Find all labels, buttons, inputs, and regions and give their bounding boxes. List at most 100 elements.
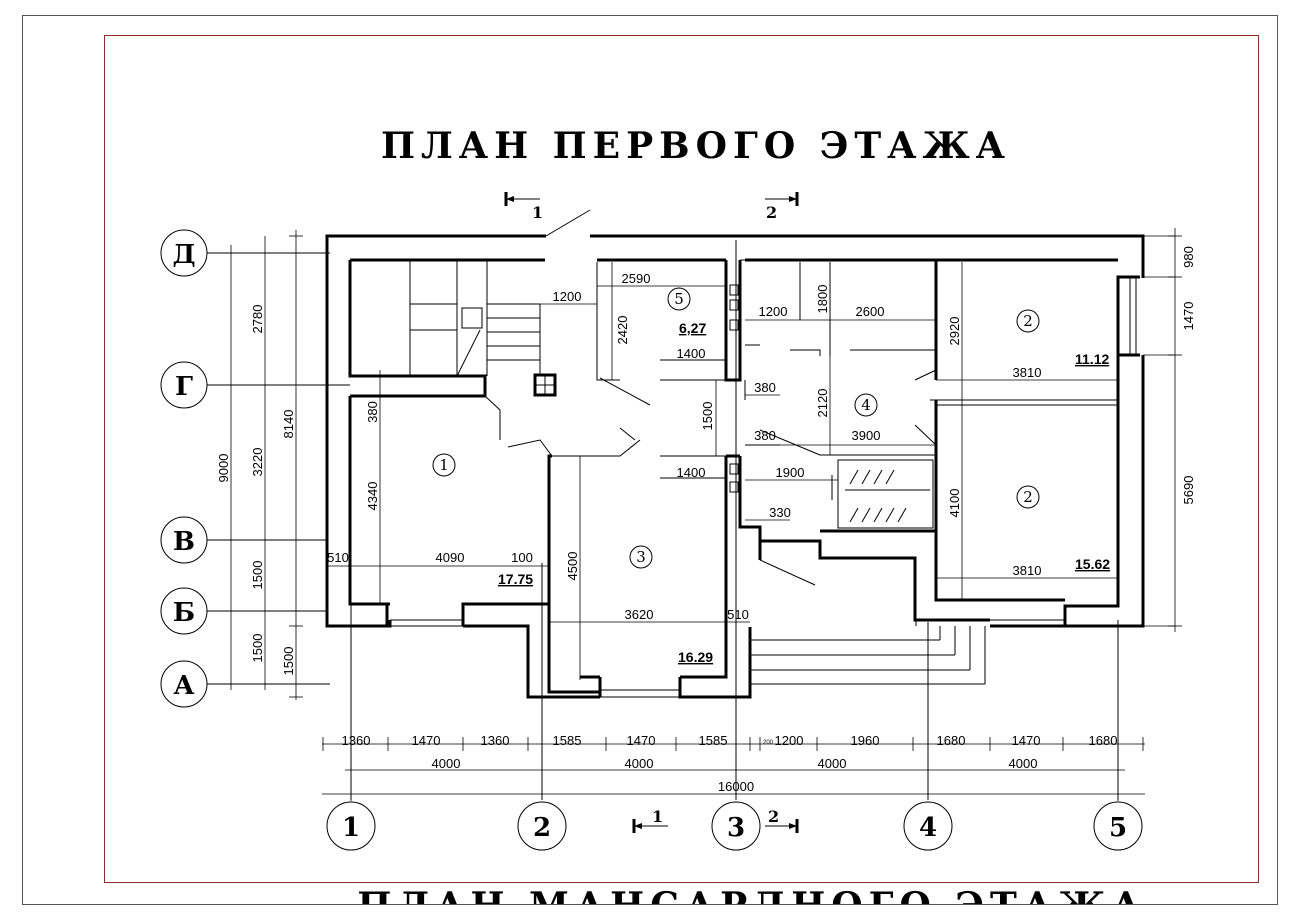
dim-text: 1680 (937, 733, 966, 748)
dim-text: 4000 (625, 756, 654, 771)
axis-bubble-3 (711, 801, 761, 851)
room-number: 5 (674, 290, 684, 308)
room-area: 6,27 (679, 320, 706, 336)
dimension-texts: 1360 1470 1360 1585 1470 1585 200 1200 1… (216, 246, 1196, 794)
dim-text: 4000 (432, 756, 461, 771)
dim-text: 1900 (776, 465, 805, 480)
section-mark-top-2: 2 (766, 203, 777, 222)
dim-text: 9000 (216, 454, 231, 483)
axis-bubble-d (160, 229, 208, 277)
interior-lines (409, 260, 1118, 697)
drawing-title: ПЛАН ПЕРВОГО ЭТАЖА (381, 125, 1011, 167)
dim-text: 980 (1181, 246, 1196, 268)
dim-text: 2780 (250, 305, 265, 334)
axis-label-1: 1 (342, 813, 360, 843)
dim-text: 8140 (281, 410, 296, 439)
section-mark-bottom-1: 1 (652, 807, 663, 826)
dim-text: 1200 (759, 304, 788, 319)
dim-text: 5690 (1181, 476, 1196, 505)
axis-bubble-5 (1093, 801, 1143, 851)
dim-text: 4100 (947, 489, 962, 518)
row-axis-markers: Д Г В Б А (160, 229, 208, 708)
room-area: 16.29 (678, 649, 713, 665)
dim-text: 16000 (718, 779, 754, 794)
dim-text: 1800 (815, 285, 830, 314)
dim-text: 1500 (281, 647, 296, 676)
dim-text: 1585 (553, 733, 582, 748)
walls (325, 209, 1145, 699)
dim-text: 3620 (625, 607, 654, 622)
axis-label-3: 3 (727, 813, 745, 843)
dim-text: 1200 (553, 289, 582, 304)
room-number-circle (667, 287, 691, 311)
axis-bubble-1 (326, 801, 376, 851)
room-number-circle (1016, 485, 1040, 509)
dim-text: 4340 (365, 482, 380, 511)
dim-text: 2120 (815, 389, 830, 418)
room-number-circle (1016, 309, 1040, 333)
room-number: 2 (1023, 488, 1033, 506)
dim-text: 510 (327, 550, 349, 565)
room-number: 2 (1023, 312, 1033, 330)
dim-text: 4090 (436, 550, 465, 565)
dimension-lines (224, 228, 1182, 801)
dim-text: 3810 (1013, 563, 1042, 578)
axis-label-g: Г (175, 372, 193, 402)
room-number: 1 (439, 456, 449, 474)
axis-label-2: 2 (533, 813, 551, 843)
dim-text: 380 (754, 428, 776, 443)
dim-text: 1470 (1181, 302, 1196, 331)
dim-text: 1470 (1012, 733, 1041, 748)
dim-text: 3810 (1013, 365, 1042, 380)
dim-text: 1680 (1089, 733, 1118, 748)
dim-text: 330 (769, 505, 791, 520)
room-labels: 1 17.75 2 11.12 2 15.62 3 16.29 4 5 6,27 (432, 287, 1110, 665)
dim-text: 4500 (565, 552, 580, 581)
dim-text: 1500 (700, 402, 715, 431)
axis-label-d: Д (172, 240, 195, 270)
section-mark-top-1: 1 (532, 203, 543, 222)
room-number-circle (432, 453, 456, 477)
dim-text: 380 (754, 380, 776, 395)
dim-text: 1470 (627, 733, 656, 748)
dim-text: 3900 (852, 428, 881, 443)
axis-bubble-2 (517, 801, 567, 851)
axis-bubble-a (160, 660, 208, 708)
dim-text: 1500 (250, 634, 265, 663)
next-drawing-title: ПЛАН МАНСАРДНОГО ЭТАЖА (357, 885, 1146, 920)
room-number: 3 (636, 548, 646, 566)
axis-bubble-4 (903, 801, 953, 851)
dim-text: 200 (763, 740, 774, 746)
axis-bubble-v (160, 516, 208, 564)
axis-label-v: В (173, 527, 195, 557)
axis-label-4: 4 (919, 813, 937, 843)
dim-text: 2590 (622, 271, 651, 286)
room-number-circle (629, 545, 653, 569)
dim-text: 1400 (677, 465, 706, 480)
axis-label-a: А (173, 671, 194, 701)
room-number: 4 (861, 396, 871, 414)
drawing-outer-frame (22, 15, 1278, 905)
dim-text: 2920 (947, 317, 962, 346)
next-title-clip: ПЛАН МАНСАРДНОГО ЭТАЖА (357, 885, 1146, 920)
drawing-inner-frame (104, 35, 1259, 883)
grid-lines (207, 240, 1119, 800)
room-area: 11.12 (1075, 351, 1109, 367)
dim-text: 1470 (412, 733, 441, 748)
room-area: 15.62 (1075, 556, 1110, 572)
column-axis-markers: 1 2 3 4 5 (326, 801, 1143, 851)
dim-text: 1585 (699, 733, 728, 748)
section-mark-bottom-2: 2 (768, 807, 779, 826)
dim-text: 1360 (481, 733, 510, 748)
dim-text: 1500 (250, 561, 265, 590)
dim-text: 100 (511, 550, 533, 565)
dim-text: 3220 (250, 448, 265, 477)
axis-bubble-b (160, 587, 208, 635)
dim-text: 2420 (615, 316, 630, 345)
dim-text: 4000 (818, 756, 847, 771)
section-cut-marks: 1 2 1 2 (504, 192, 799, 833)
room-area: 17.75 (498, 571, 533, 587)
dim-text: 2600 (856, 304, 885, 319)
axis-label-b: Б (173, 598, 195, 628)
